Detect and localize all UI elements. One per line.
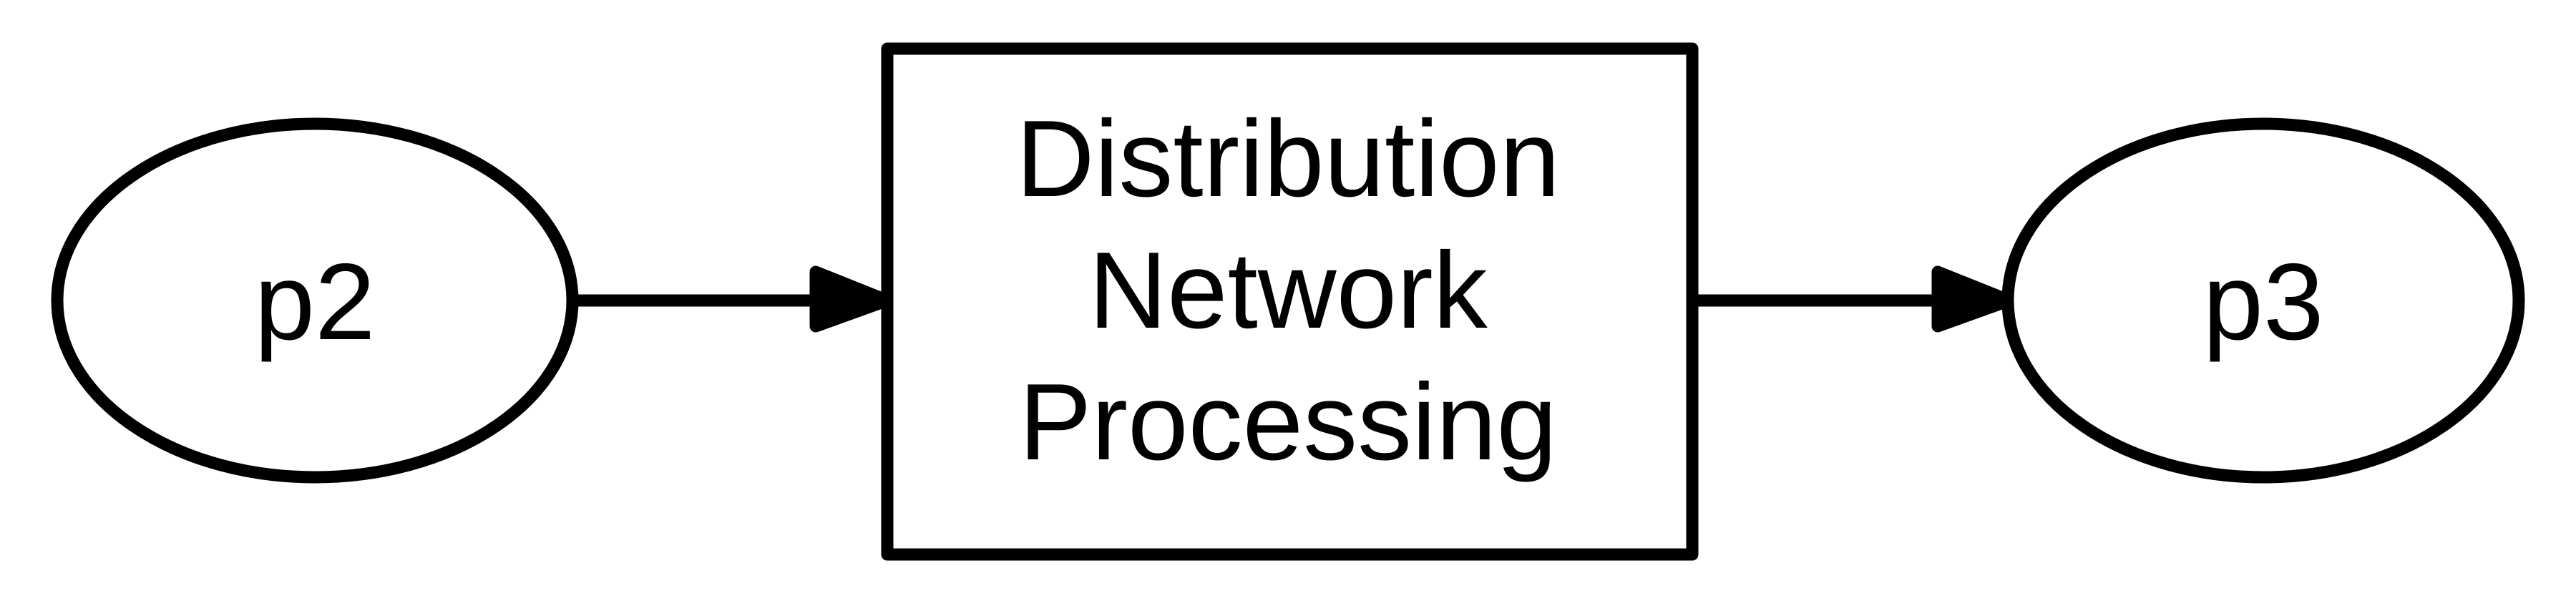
node-process-rect (881, 42, 1699, 561)
edge-process-to-p3 (1692, 265, 2016, 333)
edge-p2-to-process (572, 265, 894, 333)
node-p3: p3 (2001, 117, 2525, 484)
node-process-label-line-1: Distribution (1016, 98, 1560, 220)
node-p2: p2 (51, 117, 579, 484)
node-p3-ellipse (2001, 117, 2525, 484)
node-distribution-network-processing: Distribution Network Processing (881, 42, 1699, 561)
node-process-label-line-3: Processing (1019, 361, 1557, 483)
arrowhead-process-to-p3 (1931, 265, 2016, 333)
arrowhead-p2-to-process (809, 265, 894, 333)
node-process-label-line-2: Network (1088, 230, 1488, 351)
node-p2-ellipse (51, 117, 579, 484)
node-p2-label: p2 (254, 241, 375, 363)
node-p3-label: p3 (2202, 241, 2323, 363)
